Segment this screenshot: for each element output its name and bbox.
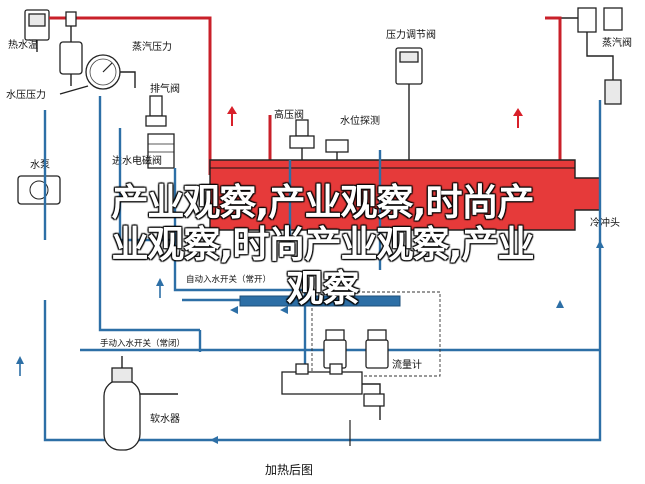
label-cooling-head: 冷冲头 <box>590 216 620 229</box>
label-exhaust-valve: 排气阀 <box>150 82 180 95</box>
blue-arrows <box>16 240 604 444</box>
label-water-level-probe: 水位探测 <box>340 114 380 127</box>
label-water-pump: 水泵 <box>30 159 50 171</box>
label-flow-meter: 流量计 <box>392 358 422 371</box>
softener-tank <box>103 356 178 451</box>
high-pressure-valve <box>289 119 315 160</box>
label-steam-pressure: 蒸汽压力 <box>132 40 172 53</box>
label-pressure-regulator: 压力调节阀 <box>386 28 436 41</box>
label-water-pressure: 水压压力 <box>6 88 46 101</box>
water-pump <box>17 175 61 205</box>
label-softener: 软水器 <box>150 412 180 425</box>
watermark-line-3: 观察 <box>286 267 360 310</box>
exhaust-valve <box>145 95 167 127</box>
label-manual-inlet-switch: 手动入水开关（常闭） <box>100 338 185 349</box>
label-steam: 蒸汽阀 <box>602 36 632 49</box>
pressure-gauge <box>85 54 136 90</box>
flow-meter-box <box>311 291 441 377</box>
temperature-gauge <box>24 9 50 52</box>
water-level-probe <box>325 139 349 162</box>
red-arrows <box>227 106 523 116</box>
watermark-line-2: 业观察,时尚产业观察,产业 <box>111 223 534 266</box>
inlet-solenoid-valve <box>147 133 175 169</box>
label-auto-inlet-switch: 自动入水开关（常开） <box>186 274 271 285</box>
diagram-title: 加热后图 <box>265 463 313 477</box>
label-temp-gauge: 热水温 <box>8 38 38 51</box>
top-small-valve <box>59 11 83 86</box>
watermark-line-1: 产业观察,产业观察,时尚产 <box>111 181 534 224</box>
bottom-valve-cluster <box>281 363 385 446</box>
steam-valve <box>560 7 623 105</box>
label-inlet-solenoid: 进水电磁阀 <box>112 154 162 167</box>
manifold-bar <box>239 295 401 307</box>
label-high-pressure-valve: 高压阀 <box>274 108 304 121</box>
pressure-regulator <box>395 47 423 160</box>
